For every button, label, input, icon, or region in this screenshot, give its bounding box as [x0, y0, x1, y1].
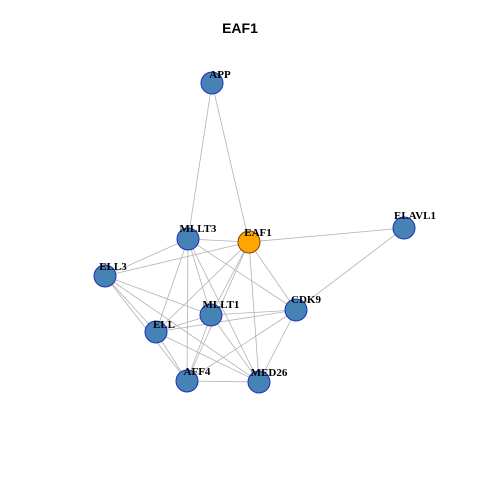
- edge-cdk9-ell: [155, 309, 297, 333]
- node-eaf1[interactable]: [237, 230, 261, 254]
- edge-eaf1-med26: [248, 241, 260, 383]
- edge-eaf1-ell3: [104, 241, 250, 277]
- edge-elavl1-cdk9: [295, 227, 405, 311]
- node-label-med26: MED26: [251, 367, 288, 379]
- node-label-ell: ELL: [153, 319, 175, 331]
- node-mllt3[interactable]: [176, 227, 200, 251]
- edge-mllt3-mllt1: [187, 238, 212, 316]
- node-label-ell3: ELL3: [99, 261, 127, 273]
- edge-mllt1-aff4: [186, 314, 212, 382]
- node-label-eaf1: EAF1: [244, 227, 272, 239]
- edge-mllt1-med26: [210, 314, 260, 383]
- node-label-elavl1: ELAVL1: [394, 210, 436, 222]
- edge-mllt3-cdk9: [187, 238, 297, 311]
- edge-aff4-med26: [186, 380, 260, 383]
- node-elavl1[interactable]: [392, 216, 416, 240]
- edge-app-mllt3: [187, 82, 213, 240]
- node-aff4[interactable]: [175, 369, 199, 393]
- edge-eaf1-cdk9: [248, 241, 297, 311]
- node-label-aff4: AFF4: [184, 366, 211, 378]
- node-mllt1[interactable]: [199, 303, 223, 327]
- edge-mllt3-med26: [187, 238, 260, 383]
- edge-mllt1-cdk9: [210, 309, 297, 316]
- node-label-app: APP: [209, 69, 231, 81]
- node-ell[interactable]: [144, 320, 168, 344]
- node-label-mllt1: MLLT1: [203, 299, 240, 311]
- edge-ell-med26: [155, 331, 260, 383]
- node-ell3[interactable]: [93, 264, 117, 288]
- edge-mllt3-ell3: [104, 238, 189, 277]
- edge-ell3-mllt1: [104, 275, 212, 316]
- nodes-layer: [93, 71, 416, 394]
- node-med26[interactable]: [247, 370, 271, 394]
- node-label-mllt3: MLLT3: [180, 223, 217, 235]
- edge-ell3-med26: [104, 275, 260, 383]
- edge-cdk9-aff4: [186, 309, 297, 382]
- edge-ell3-ell: [104, 275, 157, 333]
- node-app[interactable]: [200, 71, 224, 95]
- edge-mllt3-ell: [155, 238, 189, 333]
- edge-app-eaf1: [211, 82, 250, 243]
- edge-cdk9-med26: [258, 309, 297, 383]
- node-label-cdk9: CDK9: [291, 294, 321, 306]
- edge-mllt3-aff4: [186, 238, 189, 382]
- edge-eaf1-elavl1: [248, 227, 405, 243]
- node-cdk9[interactable]: [284, 298, 308, 322]
- graph-title: EAF1: [222, 20, 258, 36]
- edge-eaf1-mllt1: [210, 241, 250, 316]
